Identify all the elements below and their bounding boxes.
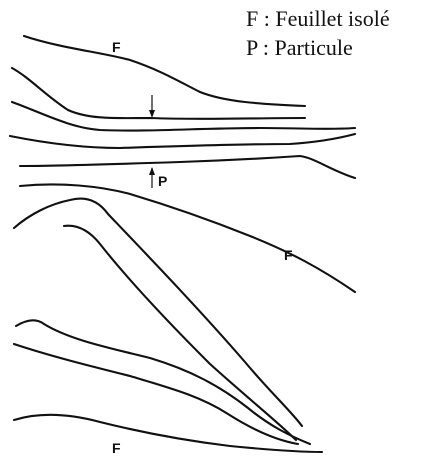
particle-sheet-3 <box>10 134 355 148</box>
label-feuillet-top: F <box>112 39 121 55</box>
sheet-diagonal <box>64 226 296 440</box>
label-particule: P <box>158 173 167 189</box>
label-feuillet-middle: F <box>284 247 293 263</box>
arrow-top-head <box>149 110 155 118</box>
arrow-bottom-head <box>149 167 155 175</box>
particle-sheet-1 <box>12 68 305 119</box>
label-feuillet-bottom: F <box>112 440 121 456</box>
sheet-lower-1 <box>16 320 310 444</box>
sheet-top-isolated <box>24 36 305 106</box>
sheet-hump-left <box>14 199 302 426</box>
particle-sheet-4 <box>20 156 355 178</box>
